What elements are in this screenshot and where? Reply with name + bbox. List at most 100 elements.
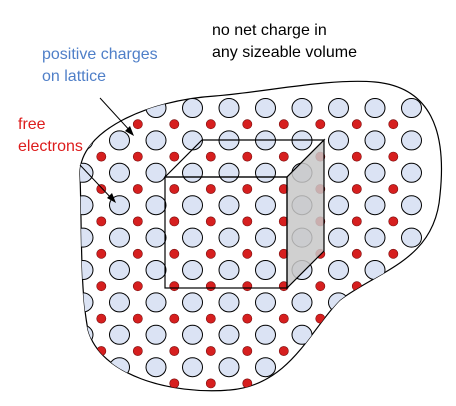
free-electron xyxy=(60,217,69,226)
free-electron xyxy=(205,378,216,389)
positive-ion xyxy=(401,324,422,345)
positive-ion xyxy=(145,162,167,183)
free-electron xyxy=(205,281,216,292)
positive-ion xyxy=(79,324,94,345)
positive-ion xyxy=(401,98,422,118)
positive-ion xyxy=(255,98,276,118)
free-electron xyxy=(60,120,69,129)
text-labels: no net charge in any sizeable volume pos… xyxy=(18,22,357,155)
positive-ion xyxy=(291,324,313,345)
positive-ion xyxy=(328,195,349,216)
positive-ion xyxy=(364,357,386,378)
positive-ion xyxy=(79,357,94,378)
free-electron xyxy=(388,216,399,227)
positive-ion xyxy=(401,130,422,151)
free-electron xyxy=(388,184,399,194)
positive-charges-label-line1: positive charges xyxy=(42,46,158,63)
positive-ion xyxy=(364,98,386,118)
free-electron xyxy=(132,346,143,356)
free-electron xyxy=(169,378,180,389)
free-electron xyxy=(205,184,216,194)
positive-ion xyxy=(182,227,203,248)
free-electron xyxy=(96,184,107,194)
positive-ion xyxy=(255,227,276,248)
free-electron xyxy=(388,313,399,324)
free-electron xyxy=(60,184,69,193)
free-electron xyxy=(351,248,362,259)
positive-ion xyxy=(255,389,276,391)
free-electron xyxy=(351,378,362,389)
free-electron xyxy=(96,216,107,227)
positive-ion xyxy=(364,324,386,345)
positive-ion xyxy=(109,389,130,391)
free-electron xyxy=(278,313,289,324)
free-electron xyxy=(388,151,399,162)
free-electron xyxy=(132,378,143,389)
free-electron xyxy=(278,151,289,162)
positive-ion xyxy=(182,98,203,118)
free-electron xyxy=(205,119,216,130)
free-electron xyxy=(315,378,326,389)
positive-ion xyxy=(79,162,94,183)
free-electron xyxy=(96,378,107,389)
free-electron xyxy=(388,281,399,292)
positive-ion xyxy=(109,292,130,313)
free-electron xyxy=(315,313,326,324)
positive-ion xyxy=(145,130,167,151)
positive-ion xyxy=(255,324,276,345)
positive-ion xyxy=(79,195,94,216)
free-electron xyxy=(351,216,362,227)
free-electron xyxy=(169,184,180,194)
free-electron xyxy=(96,313,107,324)
free-electron xyxy=(96,248,107,259)
free-electron xyxy=(205,216,216,227)
positive-ion xyxy=(109,162,130,183)
free-electron xyxy=(242,248,253,259)
free-electron xyxy=(351,119,362,130)
free-electron xyxy=(242,184,253,194)
positive-ion xyxy=(182,324,203,345)
free-electron xyxy=(388,119,399,130)
positive-ion xyxy=(328,162,349,183)
positive-ion xyxy=(328,357,349,378)
free-electron xyxy=(278,119,289,130)
free-electron xyxy=(351,151,362,162)
positive-ion xyxy=(291,389,313,391)
free-electron xyxy=(388,346,399,356)
positive-ion xyxy=(218,357,240,378)
free-electron xyxy=(242,281,253,292)
free-electron xyxy=(351,346,362,356)
positive-charges-label-line2: on lattice xyxy=(42,68,106,85)
free-electron xyxy=(205,248,216,259)
positive-ion xyxy=(291,357,313,378)
free-electron xyxy=(315,346,326,356)
positive-ion xyxy=(182,260,203,280)
positive-ion xyxy=(145,292,167,313)
positive-ion xyxy=(145,324,167,345)
positive-ion xyxy=(79,260,94,280)
free-electron xyxy=(60,314,69,323)
positive-ion xyxy=(109,324,130,345)
positive-ion xyxy=(182,389,203,391)
free-electron xyxy=(132,313,143,324)
positive-ion xyxy=(401,195,422,216)
free-electron xyxy=(60,379,69,388)
free-electron xyxy=(60,346,69,355)
positive-ion xyxy=(364,195,386,216)
positive-charges-arrow xyxy=(99,97,133,134)
free-electron xyxy=(132,281,143,292)
free-electron xyxy=(169,281,180,292)
free-electron xyxy=(132,151,143,162)
free-electron xyxy=(242,216,253,227)
positive-ion xyxy=(328,324,349,345)
free-electron xyxy=(315,281,326,292)
free-electron xyxy=(278,346,289,356)
positive-ion xyxy=(182,195,203,216)
positive-ion xyxy=(79,389,94,391)
free-electron xyxy=(169,313,180,324)
positive-ion xyxy=(364,227,386,248)
free-electron xyxy=(278,378,289,389)
free-electron xyxy=(96,119,107,130)
free-electrons-arrowhead xyxy=(107,193,116,203)
